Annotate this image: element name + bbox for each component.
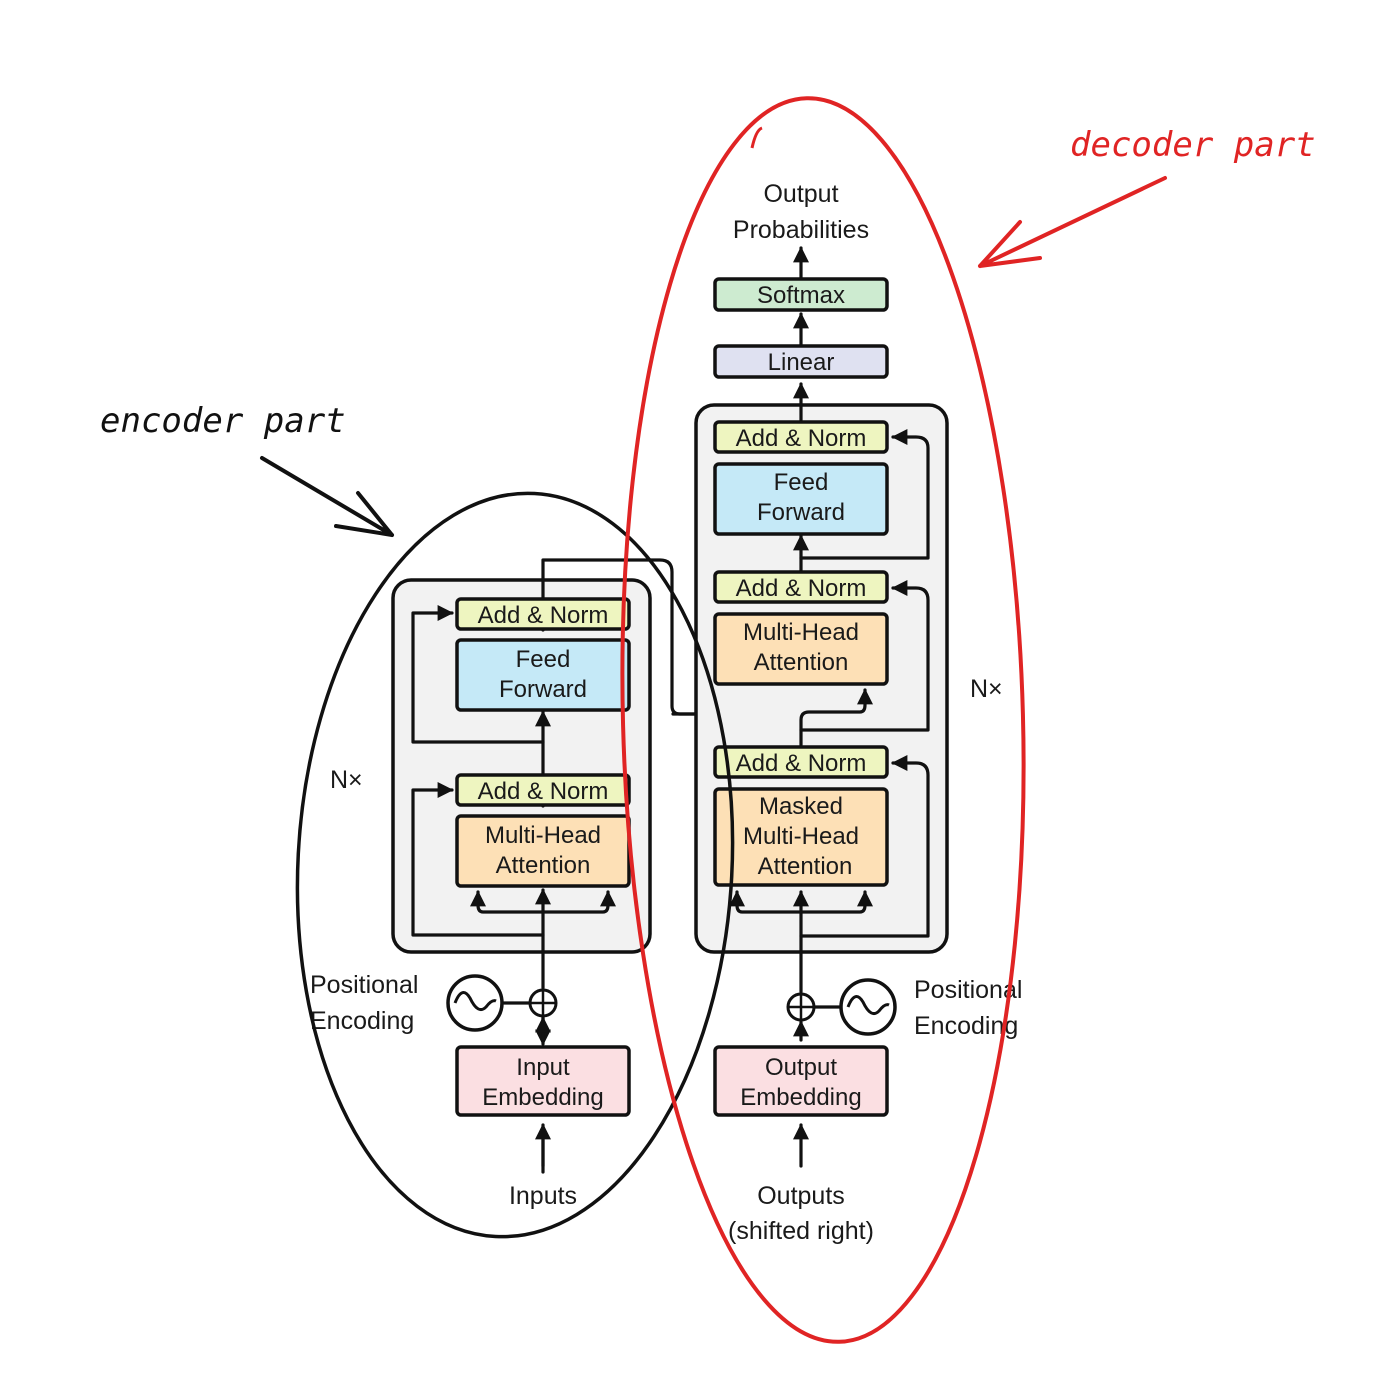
- decoder-masked-line2: Multi-Head: [743, 823, 859, 850]
- decoder-add-norm-top: [713, 420, 889, 454]
- encoder-embedding-line2: Embedding: [482, 1084, 603, 1111]
- encoder-stack: [391, 578, 652, 954]
- decoder-attention: [713, 612, 889, 686]
- encoder-feed-forward-line2: Forward: [499, 676, 587, 703]
- encoder-add-norm-top-label: Add & Norm: [478, 602, 609, 629]
- decoder-feed-forward-line2: Forward: [757, 499, 845, 526]
- encoder-attention-line1: Multi-Head: [485, 822, 601, 849]
- encoder-inputs-label: Inputs: [509, 1182, 577, 1210]
- decoder-repeat-label: N×: [970, 675, 1003, 703]
- decoder-masked-line3: Attention: [758, 853, 853, 880]
- decoder-annotation: decoder part: [1070, 125, 1316, 165]
- decoder-wires: [729, 246, 930, 1168]
- decoder-attention-line2: Attention: [754, 649, 849, 676]
- decoder-output-prob-line1: Output: [763, 180, 838, 208]
- encoder-sine-wave-icon: [446, 974, 504, 1032]
- decoder-embedding-line2: Embedding: [740, 1084, 861, 1111]
- decoder-add-norm-top-label: Add & Norm: [736, 425, 867, 452]
- encoder-add-norm-bottom-label: Add & Norm: [478, 778, 609, 805]
- decoder-add-norm-bottom: [713, 745, 889, 779]
- decoder-feed-forward-line1: Feed: [774, 469, 829, 496]
- encoder-repeat-label: N×: [330, 766, 363, 794]
- decoder-attention-line1: Multi-Head: [743, 619, 859, 646]
- encoder-add-norm-top: [455, 597, 631, 631]
- encoder-feed-forward: [455, 638, 631, 712]
- encoder-attention-line2: Attention: [496, 852, 591, 879]
- decoder-add-norm-mid-label: Add & Norm: [736, 575, 867, 602]
- decoder-masked-line1: Masked: [759, 793, 843, 820]
- decoder-embedding-line1: Output: [765, 1054, 837, 1081]
- encoder-add-norm-bottom: [455, 773, 631, 807]
- decoder-add-norm-bottom-label: Add & Norm: [736, 750, 867, 777]
- decoder-outputs-line1: Outputs: [757, 1182, 845, 1210]
- decoder-add-norm-mid: [713, 570, 889, 604]
- encoder-embedding-line1: Input: [516, 1054, 570, 1081]
- decoder-sine-wave-icon: [839, 978, 897, 1036]
- decoder-feed-forward: [713, 462, 889, 536]
- encoder-arrow: [260, 456, 394, 537]
- decoder-arrow: [978, 176, 1167, 268]
- decoder-ellipse: [620, 96, 1026, 1344]
- decoder-output-prob-line2: Probabilities: [733, 216, 869, 244]
- decoder-softmax: [713, 277, 889, 312]
- decoder-masked-attention: [713, 787, 889, 887]
- decoder-linear-label: Linear: [768, 349, 835, 376]
- encoder-feed-forward-line1: Feed: [516, 646, 571, 673]
- encoder-positional-line1: Positional: [310, 971, 418, 999]
- encoder-input-embedding: [455, 1045, 631, 1117]
- encoder-positional-line2: Encoding: [310, 1007, 414, 1035]
- encoder-annotation: encoder part: [100, 401, 346, 441]
- decoder-linear: [713, 344, 889, 379]
- encoder-ellipse: [295, 491, 735, 1239]
- decoder-outputs-line2: (shifted right): [728, 1217, 874, 1245]
- decoder-output-embedding: [713, 1045, 889, 1117]
- decoder-positional-line1: Positional: [914, 976, 1022, 1004]
- decoder-softmax-label: Softmax: [757, 282, 845, 309]
